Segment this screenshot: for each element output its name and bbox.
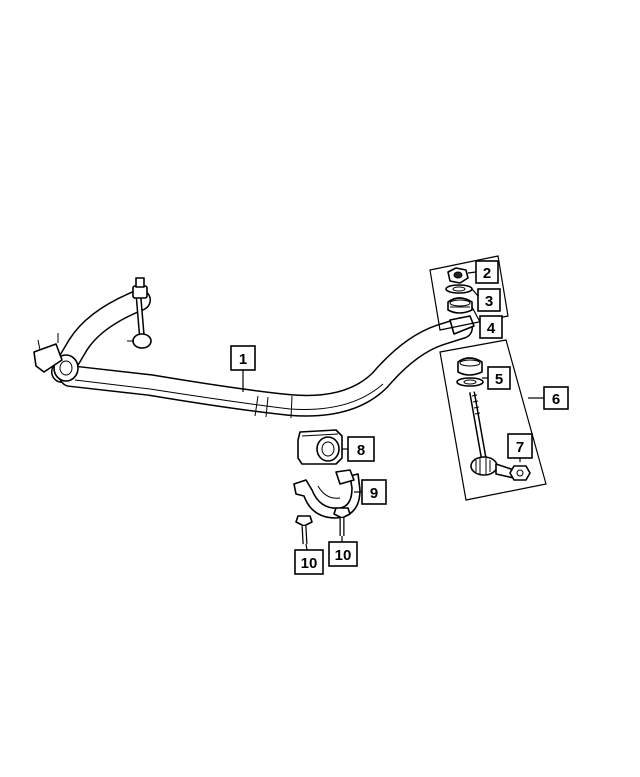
callout-2-label: 2 (483, 265, 491, 282)
callout-9-label: 9 (370, 485, 378, 502)
callout-8-label: 8 (357, 442, 365, 459)
group-frame-5-7 (439, 339, 547, 501)
nut-part-2 (447, 267, 469, 284)
callout-6: 6 (543, 386, 569, 410)
callout-5: 5 (487, 366, 511, 390)
callout-1-label: 1 (239, 351, 247, 368)
bushing-part-4 (447, 297, 473, 314)
bushing-part-5 (456, 357, 484, 387)
retainer-part-3 (445, 284, 473, 294)
stabilizer-bar (33, 289, 475, 419)
bracket-part-9 (293, 469, 361, 519)
callout-2: 2 (475, 260, 499, 284)
bushing-part-8 (297, 429, 343, 465)
left-end-link (127, 277, 152, 349)
callout-8: 8 (347, 436, 375, 462)
callout-4: 4 (479, 315, 503, 339)
callout-1: 1 (230, 345, 256, 371)
callout-3: 3 (477, 288, 501, 312)
callout-7-label: 7 (516, 439, 524, 456)
callout-6-label: 6 (552, 391, 560, 408)
callout-10-left-label: 10 (301, 555, 318, 572)
callout-10-left: 10 (294, 549, 324, 575)
callout-10-right: 10 (328, 541, 358, 567)
bolt-part-10-right (333, 507, 351, 536)
callout-4-label: 4 (487, 320, 496, 337)
callout-7: 7 (507, 433, 533, 459)
bolt-part-10-left (295, 515, 313, 545)
callout-3-label: 3 (485, 293, 493, 310)
callout-5-label: 5 (495, 371, 503, 388)
callout-10-right-label: 10 (335, 547, 352, 564)
stabilizer-link-part-7 (469, 391, 531, 481)
callout-9: 9 (361, 479, 387, 505)
